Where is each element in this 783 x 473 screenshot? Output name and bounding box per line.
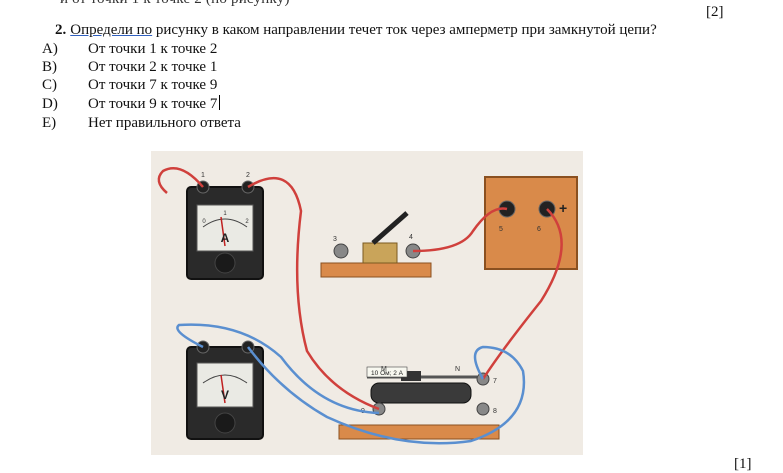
terminal-label-6: 6	[537, 226, 541, 233]
battery: + 5 6	[484, 176, 578, 270]
text-cursor	[219, 95, 221, 110]
red-wire-2	[247, 176, 380, 411]
terminal-label-4: 4	[409, 234, 413, 241]
option-text: От точки 9 к точке 7	[88, 96, 218, 112]
option-letter: C)	[42, 77, 57, 93]
option-text: Нет правильного ответа	[88, 115, 241, 131]
ammeter-scale-2: 2	[245, 219, 249, 225]
ammeter-scale-1: 1	[223, 211, 227, 217]
rheostat-plate: 10 Ом; 2 А	[371, 370, 404, 377]
ammeter: A 0 1 2 1 2	[186, 172, 264, 280]
red-wire-1	[157, 167, 204, 194]
option-e: E) Нет правильного ответа	[42, 115, 241, 132]
red-wire-4	[481, 208, 563, 380]
battery-plus: +	[559, 200, 567, 216]
question-text: 2.Определи по рисунку в каком направлени…	[55, 22, 657, 39]
rheostat-n: N	[455, 366, 460, 373]
ammeter-scale-0: 0	[202, 219, 206, 225]
question-underlined: Определи по	[70, 22, 153, 38]
option-text: От точки 2 к точке 1	[88, 59, 218, 75]
blue-wire-2	[247, 345, 526, 445]
option-d: D) От точки 9 к точке 7	[42, 95, 221, 113]
option-c: C) От точки 7 к точке 9	[42, 77, 217, 94]
terminal-label-1: 1	[201, 172, 205, 179]
question-number: 2.	[55, 22, 67, 38]
knife-switch: 3 4	[320, 211, 432, 278]
terminal-label-5: 5	[499, 226, 503, 233]
cut-off-text: и от точки 1 к точке 2 (по рисунку)	[60, 0, 290, 8]
option-letter: E)	[42, 115, 57, 131]
terminal-label-3: 3	[333, 236, 337, 243]
voltmeter-letter: V	[221, 388, 229, 402]
option-letter: D)	[42, 96, 58, 112]
red-wire-3	[412, 207, 508, 253]
question-body: рисунку в каком направлении течет ток че…	[152, 22, 657, 38]
circuit-figure: A 0 1 2 1 2 3 4 + 5 6	[151, 151, 583, 455]
score-label-top: [2]	[706, 4, 724, 20]
score-label-bottom: [1]	[734, 456, 752, 472]
terminal-label-7: 7	[493, 378, 497, 385]
voltmeter: V	[186, 340, 264, 440]
terminal-label-8: 8	[493, 408, 497, 415]
option-text: От точки 1 к точке 2	[88, 41, 218, 57]
ammeter-letter: A	[221, 231, 230, 245]
option-text: От точки 7 к точке 9	[88, 77, 218, 93]
option-a: A) От точки 1 к точке 2	[42, 41, 217, 58]
option-letter: A)	[42, 41, 58, 57]
blue-wire-1	[176, 323, 380, 415]
option-b: B) От точки 2 к точке 1	[42, 59, 217, 76]
terminal-label-2: 2	[246, 172, 250, 179]
rheostat-m: M	[381, 366, 387, 373]
circuit-diagram: A 0 1 2 1 2 3 4 + 5 6	[151, 151, 583, 455]
option-letter: B)	[42, 59, 57, 75]
